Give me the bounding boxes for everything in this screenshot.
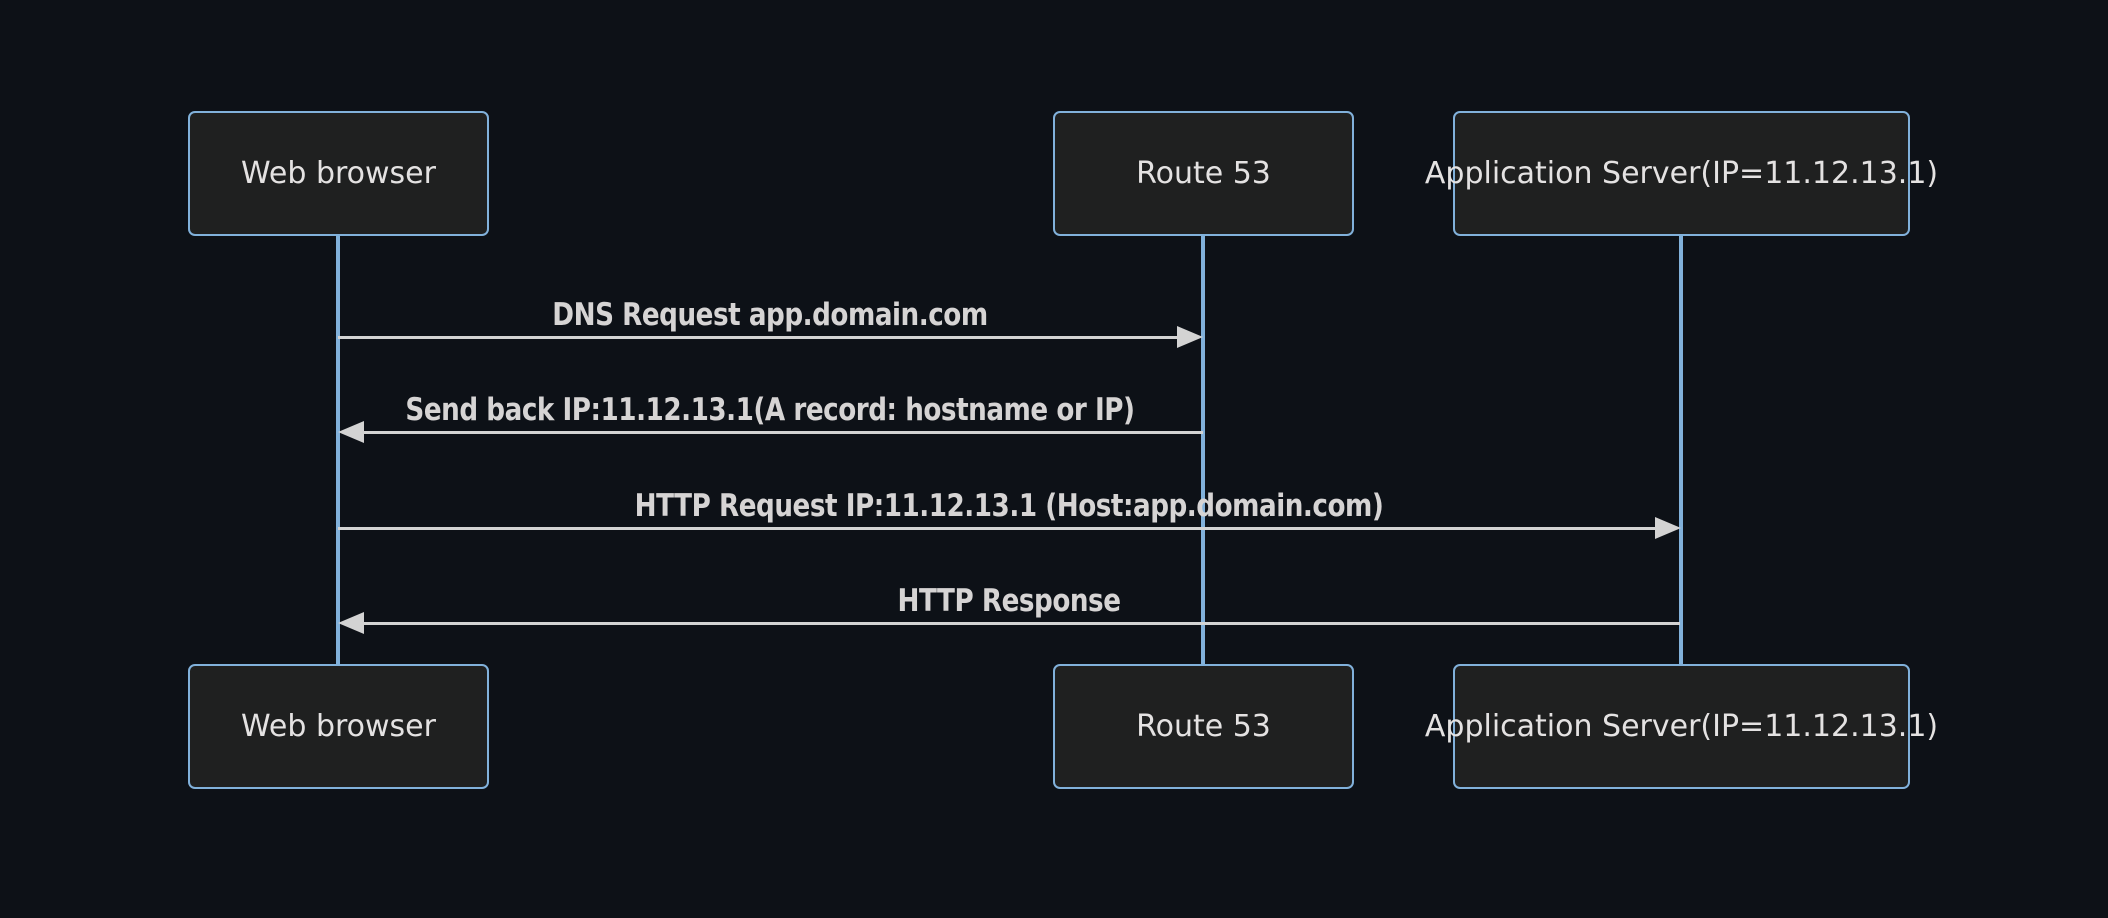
arrowhead-left-icon	[338, 612, 364, 634]
arrowhead-left-icon	[338, 421, 364, 443]
lifeline-web-browser	[336, 234, 340, 668]
actor-web-browser-bottom: Web browser	[188, 664, 489, 789]
message-send-back-ip-line	[362, 431, 1203, 434]
actor-application-server-label: Application Server(IP=11.12.13.1)	[1424, 156, 1939, 191]
actor-web-browser-label: Web browser	[241, 709, 436, 744]
message-http-request-line	[338, 527, 1656, 530]
message-http-response-line	[362, 622, 1680, 625]
actor-route-53-label: Route 53	[1136, 156, 1271, 191]
lifeline-route-53	[1201, 234, 1205, 668]
actor-route-53-top: Route 53	[1053, 111, 1354, 236]
message-dns-request-label: DNS Request app.domain.com	[552, 297, 988, 333]
actor-application-server-top: Application Server(IP=11.12.13.1)	[1425, 111, 1938, 236]
actor-route-53-label: Route 53	[1136, 709, 1271, 744]
message-http-response-label: HTTP Response	[897, 583, 1121, 619]
actor-web-browser-label: Web browser	[241, 156, 436, 191]
actor-route-53-bottom: Route 53	[1053, 664, 1354, 789]
message-dns-request-line	[338, 336, 1179, 339]
message-send-back-ip-label: Send back IP:11.12.13.1(A record: hostna…	[405, 392, 1135, 428]
lifeline-application-server	[1679, 234, 1683, 668]
arrowhead-right-icon	[1655, 517, 1681, 539]
actor-application-server-label: Application Server(IP=11.12.13.1)	[1424, 709, 1939, 744]
actor-web-browser-top: Web browser	[188, 111, 489, 236]
actor-application-server-bottom: Application Server(IP=11.12.13.1)	[1425, 664, 1938, 789]
arrowhead-right-icon	[1177, 326, 1203, 348]
message-http-request-label: HTTP Request IP:11.12.13.1 (Host:app.dom…	[634, 488, 1384, 524]
